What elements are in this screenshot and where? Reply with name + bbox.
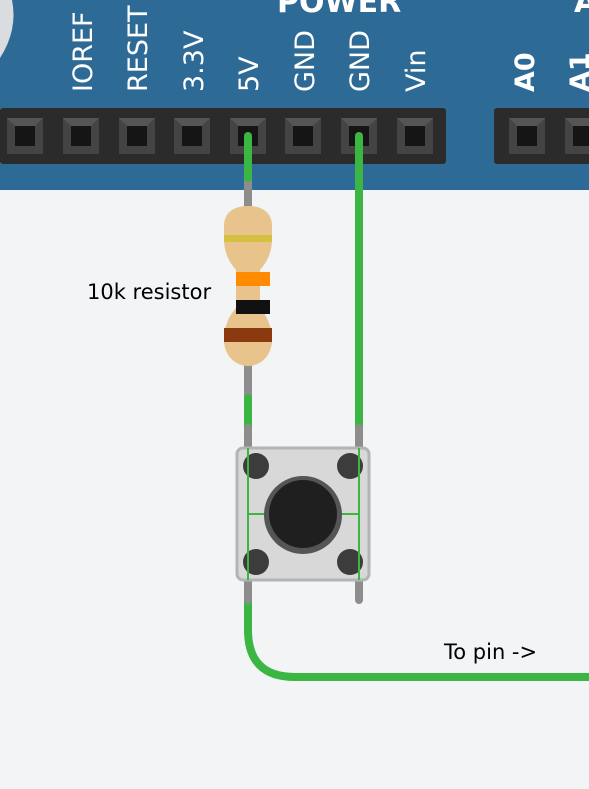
pin-label-gnd-1: GND — [290, 30, 321, 92]
pin-label-a0: A0 — [510, 52, 541, 92]
pin-label-ioref: IOREF — [68, 11, 99, 92]
resistor-band-3 — [236, 272, 270, 286]
button-screw-tr — [337, 453, 363, 479]
button-cap[interactable] — [269, 480, 337, 548]
power-section-label: POWER — [277, 0, 402, 20]
pin-label-reset: RESET — [123, 5, 154, 92]
pin-label-gnd-2: GND — [345, 30, 376, 92]
resistor-label: 10k resistor — [87, 280, 212, 304]
button-screw-bl — [243, 549, 269, 575]
resistor-band-4 — [224, 235, 272, 242]
analog-section-label: A — [574, 0, 589, 20]
resistor-band-2 — [236, 300, 270, 314]
to-pin-label: To pin -> — [444, 640, 538, 664]
power-header-sockets — [7, 118, 433, 154]
button-screw-br — [337, 549, 363, 575]
mounting-hole — [0, 0, 14, 58]
pin-label-3v3: 3.3V — [179, 30, 210, 92]
analog-header-sockets — [509, 118, 589, 154]
pin-label-a1: A1 — [565, 52, 589, 92]
pin-label-5v: 5V — [234, 56, 265, 92]
resistor-band-1 — [224, 328, 272, 342]
wire-to-pin — [244, 596, 589, 681]
pin-label-vin: Vin — [401, 49, 432, 93]
button-screw-tl — [243, 453, 269, 479]
power-header — [0, 108, 446, 164]
